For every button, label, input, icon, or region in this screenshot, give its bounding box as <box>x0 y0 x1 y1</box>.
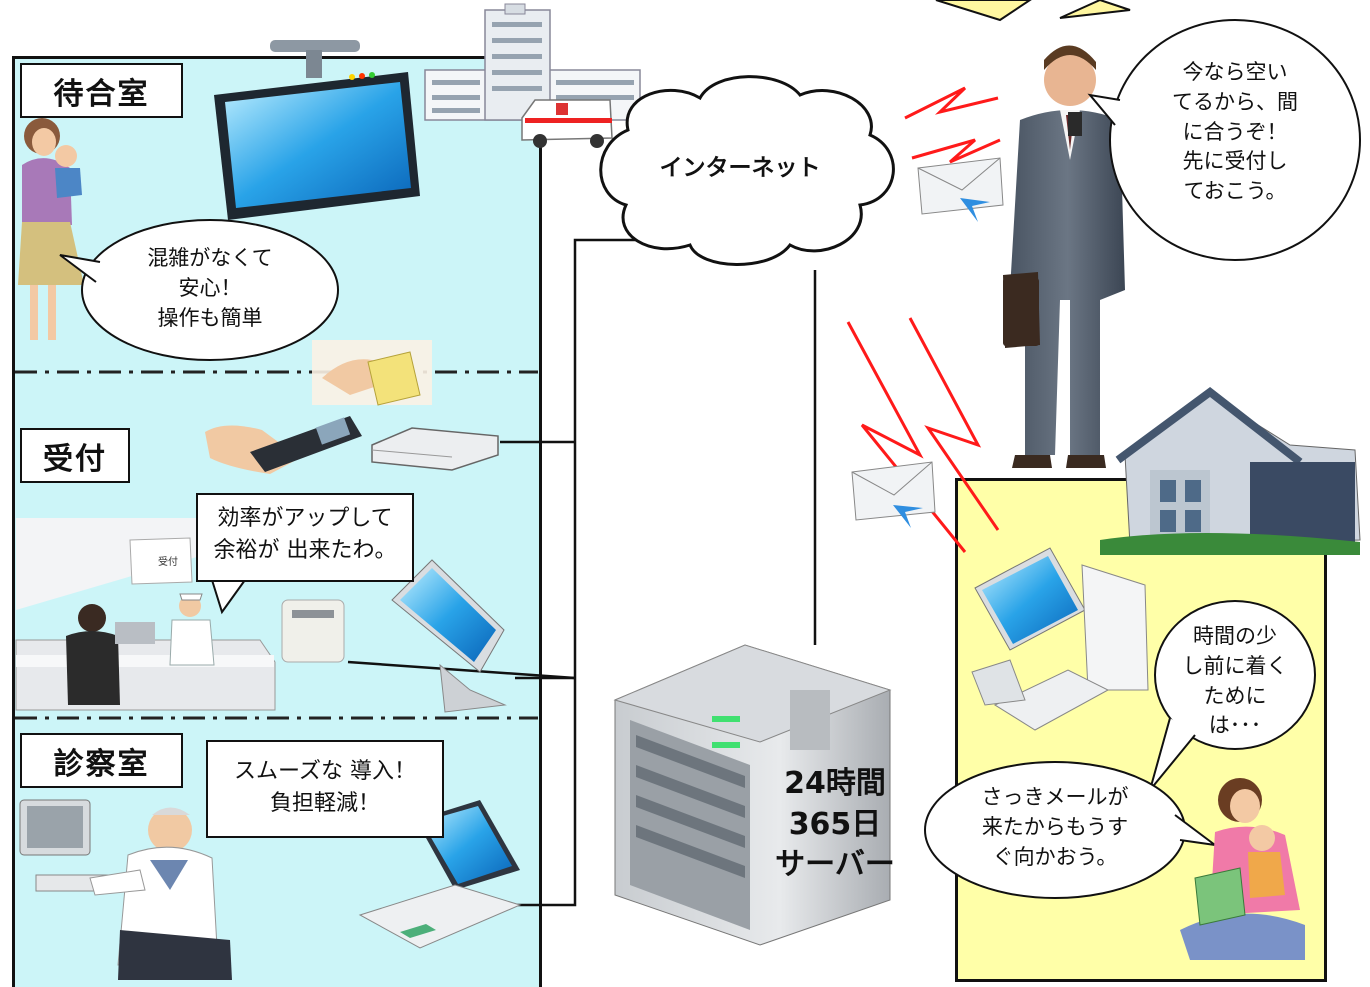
network-lines <box>347 238 817 907</box>
section-dividers <box>15 370 538 720</box>
doctor-figure <box>19 799 232 980</box>
mother-reading-figure <box>1180 778 1305 960</box>
printer-icon <box>281 599 345 663</box>
reception-sign: 受付 <box>158 557 178 568</box>
bubble-waiting-mother-text: 混雑がなくて 安心！ 操作も簡単 <box>147 246 273 330</box>
bubble-home-thought-text: 時間の少 し前に着く ために は･･･ <box>1182 624 1288 738</box>
room-label-waiting: 待合室 <box>20 63 183 118</box>
mother-with-baby-figure <box>18 118 84 340</box>
card-reader-icon <box>371 427 499 471</box>
server-label: 24時間 365日 サーバー <box>775 766 895 882</box>
bubble-home-mother <box>924 761 1216 899</box>
reception-counter-scene <box>15 518 276 711</box>
room-label-exam: 診察室 <box>20 733 183 788</box>
bubble-exam-doctor-text: スムーズな 導入！ 負担軽減！ <box>234 759 416 816</box>
server-icon <box>613 644 892 946</box>
bubble-reception-staff: 効率がアップして 余裕が 出来たわ。 <box>196 493 414 582</box>
bubble-waiting-mother <box>59 219 339 361</box>
mobile-phone-icon <box>205 416 362 474</box>
alert-burst-icon <box>935 0 1131 22</box>
home-pc-icon <box>971 547 1149 731</box>
ambulance-icon <box>521 99 613 148</box>
bubble-home-mother-text: さっきメールが 来たからもうす ぐ向かおう。 <box>981 785 1129 869</box>
bubble-reception-staff-text: 効率がアップして 余裕が 出来たわ。 <box>213 506 397 563</box>
bubble-businessman <box>1087 19 1361 261</box>
envelope-icon <box>851 157 1004 528</box>
bubble-businessman-text: 今なら空い てるから、間 に合うぞ！ 先に受付し ておこう。 <box>1172 60 1298 204</box>
bubble-home-thought <box>1149 600 1316 791</box>
internet-cloud-icon <box>599 75 895 266</box>
monitor-icon <box>214 40 420 220</box>
pc-icon <box>391 559 507 713</box>
room-label-reception: 受付 <box>20 428 130 483</box>
briefcase-icon <box>1003 278 1039 346</box>
ic-card-hand-icon <box>312 340 432 406</box>
internet-label: インターネット <box>659 155 821 181</box>
bubble-tail-reception <box>211 579 246 615</box>
house-icon <box>1100 386 1361 555</box>
bubble-exam-doctor: スムーズな 導入！ 負担軽減！ <box>206 740 444 838</box>
